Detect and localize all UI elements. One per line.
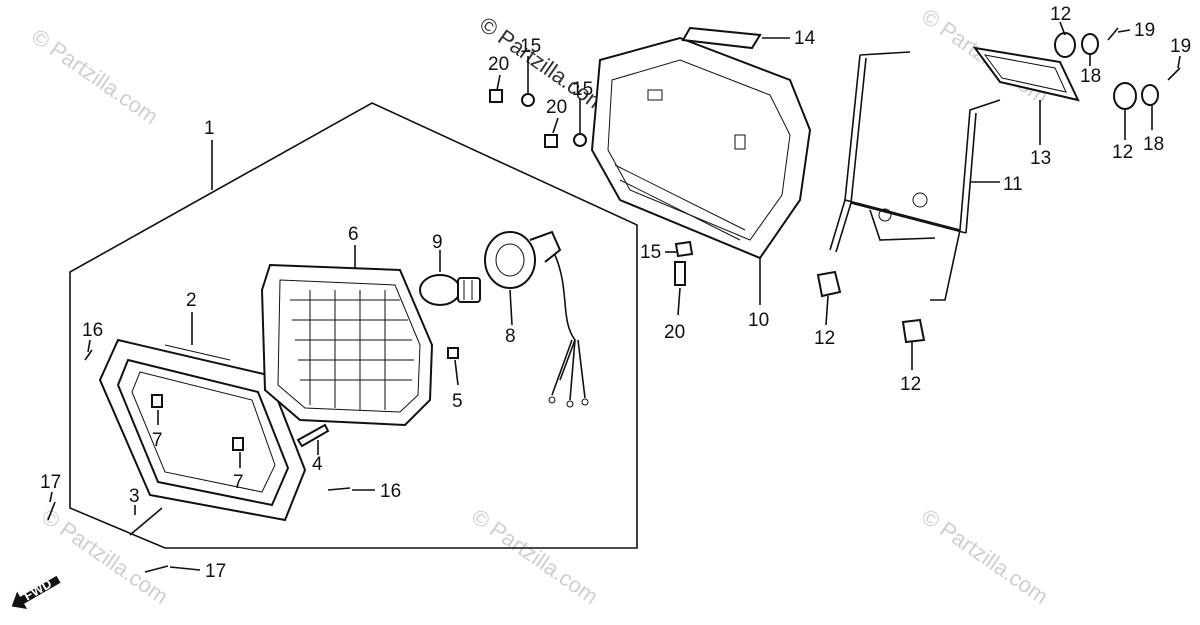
callout-12c: 12 (814, 328, 835, 349)
callout-8: 8 (505, 326, 516, 347)
callout-14: 14 (794, 28, 816, 49)
callout-11: 11 (1003, 174, 1023, 195)
forward-arrow-icon (11, 575, 61, 609)
callout-4: 4 (312, 454, 323, 475)
callout-18b: 18 (1143, 134, 1164, 155)
bulb-socket (484, 230, 589, 408)
sealed-beam-unit (260, 263, 434, 427)
stay-bracket (972, 46, 1080, 102)
callout-20c: 20 (664, 322, 685, 343)
watermark-group: © Partzilla.com © Partzilla.com © Partzi… (27, 4, 1053, 610)
callout-9: 9 (432, 232, 443, 253)
callout-2: 2 (186, 290, 197, 311)
watermark: © Partzilla.com (917, 504, 1053, 610)
leader-lines (49, 21, 1181, 571)
callout-19a: 19 (1134, 20, 1155, 41)
headlight-case (590, 36, 812, 260)
callout-5: 5 (452, 391, 463, 412)
headlight-stay (829, 51, 1001, 301)
callout-10: 10 (748, 310, 769, 331)
forward-indicator: FWD (11, 575, 61, 609)
callout-15b: 15 (572, 79, 593, 100)
callout-12a: 12 (1050, 4, 1071, 25)
callout-16a: 16 (82, 320, 103, 341)
headlight-bulb (419, 274, 481, 306)
callout-17b: 17 (205, 561, 226, 582)
watermark: © Partzilla.com (27, 24, 163, 130)
screws (47, 89, 694, 573)
callout-15a: 15 (520, 36, 541, 57)
callout-1: 1 (204, 118, 215, 139)
assembly-boundary (69, 102, 638, 549)
callout-12b: 12 (1112, 142, 1133, 163)
callout-13: 13 (1030, 148, 1051, 169)
callout-6: 6 (348, 224, 359, 245)
callout-20b: 20 (546, 97, 567, 118)
callout-labels: 1 2 3 4 5 6 7 7 8 9 10 11 12 12 12 12 13… (40, 4, 1191, 582)
forward-label: FWD (21, 576, 54, 604)
callout-16b: 16 (380, 481, 401, 502)
callout-7b: 7 (233, 472, 244, 493)
callout-19b: 19 (1170, 36, 1191, 57)
callout-12d: 12 (900, 374, 921, 395)
case-label (681, 26, 762, 50)
watermark: © Partzilla.com (467, 504, 603, 610)
callout-18a: 18 (1080, 66, 1101, 87)
callout-15c: 15 (640, 242, 661, 263)
watermark: © Partzilla.com (37, 504, 173, 610)
callout-7a: 7 (152, 430, 163, 451)
callout-20a: 20 (488, 54, 509, 75)
callout-3: 3 (129, 486, 140, 507)
callout-17a: 17 (40, 472, 61, 493)
